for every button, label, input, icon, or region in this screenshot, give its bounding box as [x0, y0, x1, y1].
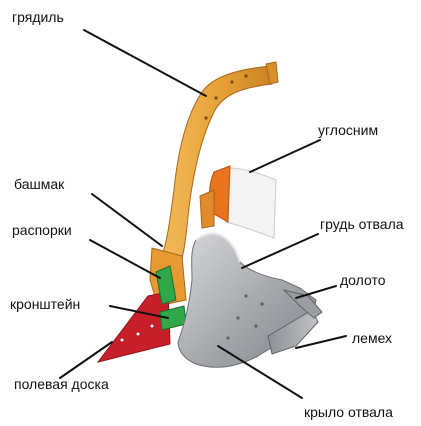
label-bracket: кронштейн: [10, 296, 80, 312]
leader-shoe: [92, 194, 162, 246]
label-share: лемех: [352, 330, 392, 346]
landside-shape: [98, 292, 170, 362]
jointer-arm: [200, 190, 214, 228]
leader-beam: [84, 30, 206, 96]
leader-moldboard-breast: [242, 234, 318, 268]
label-braces: распорки: [12, 222, 72, 238]
label-jointer: углосним: [318, 122, 378, 138]
label-moldboard-wing: крыло отвала: [304, 404, 393, 420]
label-landside: полевая доска: [14, 376, 109, 392]
label-shoe: башмак: [14, 176, 64, 192]
leader-braces: [90, 240, 160, 278]
label-chisel: долото: [340, 272, 386, 288]
jointer-shape: [226, 168, 276, 238]
leader-jointer: [250, 140, 320, 172]
label-beam: грядиль: [12, 9, 64, 25]
label-moldboard-breast: грудь отвала: [320, 216, 404, 232]
